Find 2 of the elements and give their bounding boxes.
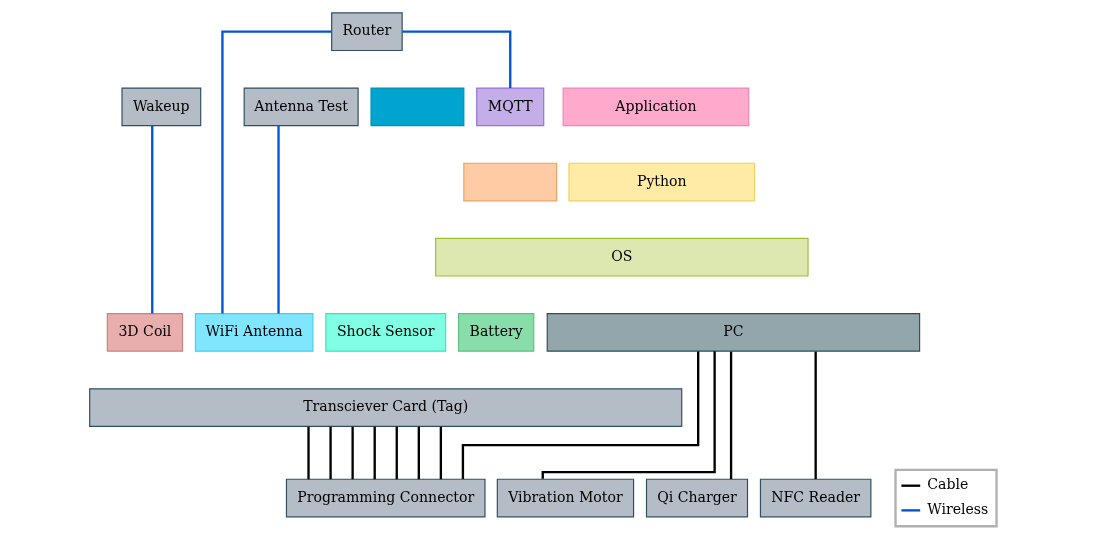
legend-label: Cable bbox=[927, 476, 969, 493]
legend-label: Wireless bbox=[927, 501, 989, 518]
